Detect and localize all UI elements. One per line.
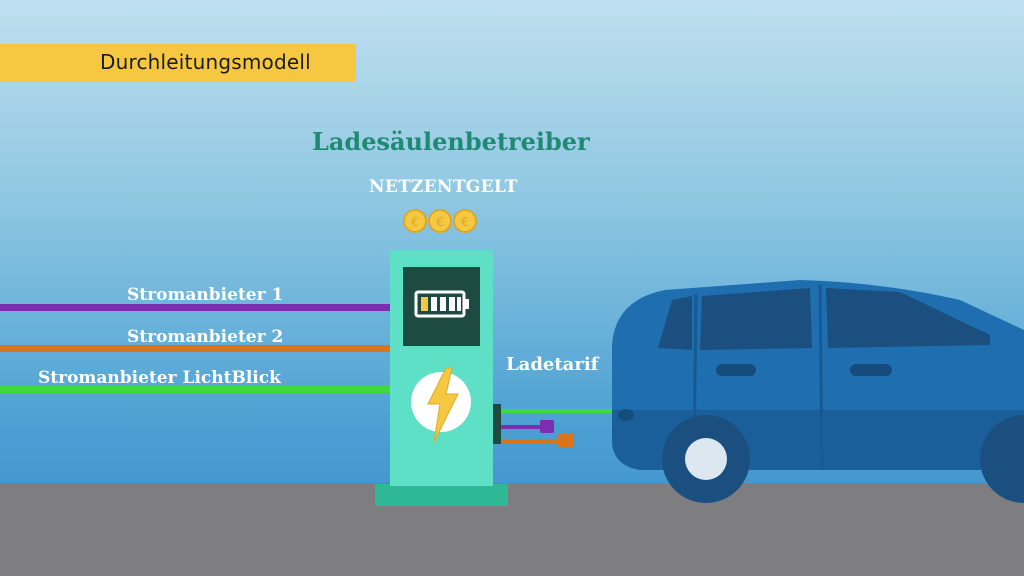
- operator-label: Ladesäulenbetreiber: [312, 127, 590, 156]
- plug-purple: [540, 420, 554, 433]
- car-window-mid: [700, 288, 812, 350]
- cable-green: [501, 409, 623, 413]
- cable-purple: [501, 425, 541, 429]
- svg-text:€: €: [436, 215, 444, 229]
- charger-base: [375, 484, 508, 506]
- provider-label-2: Stromanbieter 2: [127, 327, 283, 347]
- door-handle-rear: [850, 364, 892, 376]
- cable-orange: [501, 439, 559, 443]
- car: [612, 280, 1024, 503]
- euro-coin-icon: € € €: [404, 210, 476, 232]
- provider-line-1: [0, 304, 392, 311]
- tariff-label: Ladetarif: [506, 354, 598, 375]
- provider-label-lichtblick: Stromanbieter LichtBlick: [38, 368, 281, 388]
- headlight: [618, 409, 634, 421]
- svg-text:€: €: [461, 215, 469, 229]
- svg-text:€: €: [411, 215, 419, 229]
- connector-block: [493, 404, 501, 444]
- provider-label-1: Stromanbieter 1: [127, 285, 283, 305]
- plug-orange: [558, 434, 574, 447]
- diagram-title: Durchleitungsmodell: [100, 50, 311, 74]
- fee-label: NETZENTGELT: [369, 177, 518, 197]
- door-handle-front: [716, 364, 756, 376]
